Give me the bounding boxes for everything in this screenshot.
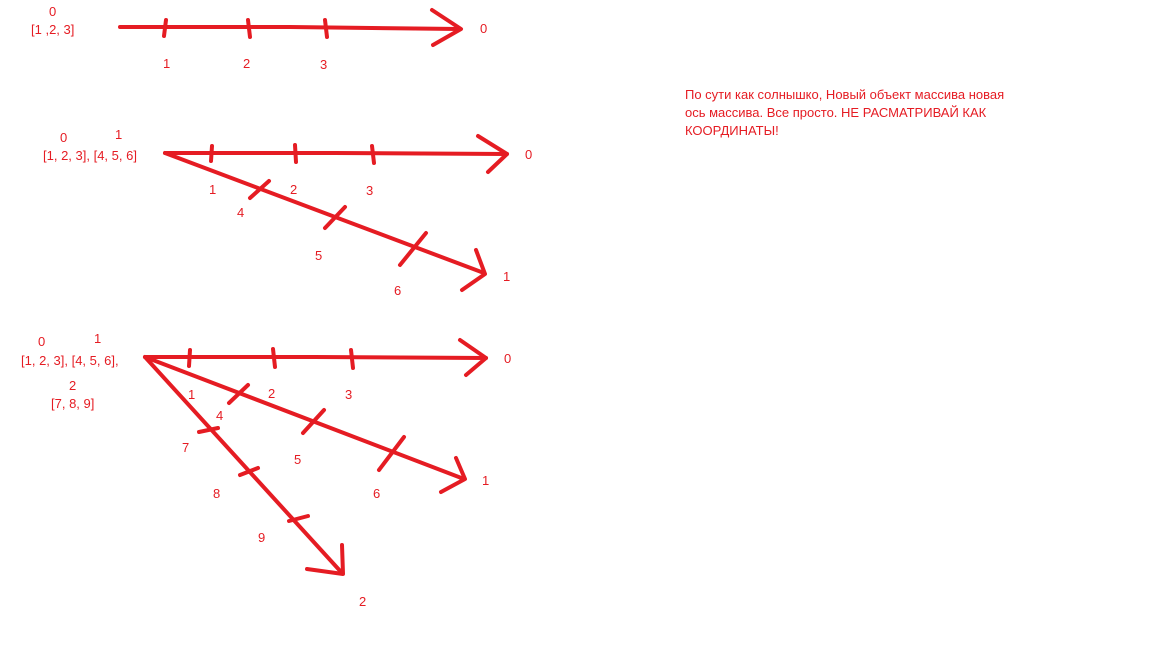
diagram3-axis0-tick-label-3: 3 (345, 387, 353, 402)
diagram2-axis0-tick-label-2: 2 (290, 182, 298, 197)
diagram2-axis0-tick-label-1: 1 (209, 182, 217, 197)
diagram3-axis1-tick-6 (377, 435, 406, 472)
diagram3-axis1-end-label: 1 (482, 473, 490, 488)
diagram3-axis0-tick-label-1: 1 (188, 387, 196, 402)
diagram2-axis1-tick-label-4: 4 (237, 205, 245, 220)
diagram3-axis0-tick-2 (271, 347, 277, 369)
diagram1-axis0-line (118, 25, 462, 31)
diagram2-index-label-1: 1 (115, 127, 123, 142)
diagram3-axis1 (143, 355, 467, 494)
diagram3-axis0-arrowhead (458, 338, 488, 377)
diagram2-axis1-end-label: 1 (503, 269, 511, 284)
diagram3-axis2-tick-8 (238, 466, 260, 477)
diagram2-axis1-arrowhead (460, 248, 487, 292)
diagram3-axis1-tick-label-4: 4 (216, 408, 224, 423)
diagram3-axis0 (143, 338, 488, 377)
diagram2-axis0-end-label: 0 (525, 147, 533, 162)
diagram3-axis2-tick-9 (287, 514, 310, 523)
diagram1-tick-3 (323, 18, 329, 39)
diagram1-index-label: 0 (49, 4, 57, 19)
diagram1-tick-label-2: 2 (243, 56, 251, 71)
diagram1-axis0 (118, 8, 463, 47)
diagram2-axis0-line (163, 151, 509, 156)
diagram3-axis2-tick-label-8: 8 (213, 486, 221, 501)
diagram3-array-line-2: [7, 8, 9] (51, 396, 95, 411)
diagram3-axis1-tick-5 (301, 408, 326, 435)
diagram3-array-line-1: [1, 2, 3], [4, 5, 6], (21, 353, 119, 368)
diagram2-axis1-tick-label-6: 6 (394, 283, 402, 298)
diagram1-axis0-arrowhead (430, 8, 463, 47)
diagram3-axis2-line (143, 355, 344, 575)
diagram3-axis1-arrowhead (439, 456, 467, 494)
explanation-note: По сути как солнышко, Новый объект масси… (685, 86, 1025, 140)
diagram2-axis0 (163, 134, 509, 174)
diagram3-axis0-end-label: 0 (504, 351, 512, 366)
diagram2-index-label-0: 0 (60, 130, 68, 145)
diagram2-axis0-tick-label-3: 3 (366, 183, 374, 198)
diagram3-index-label-2: 2 (69, 378, 77, 393)
diagram1-tick-1 (162, 18, 168, 38)
diagram3-axis0-tick-3 (349, 348, 355, 370)
diagram3-axis0-tick-label-2: 2 (268, 386, 276, 401)
diagram2-axis1-tick-4 (248, 179, 271, 200)
diagram1-axis-end-label: 0 (480, 21, 488, 36)
diagram3-axis1-tick-label-6: 6 (373, 486, 381, 501)
diagram3-axis2 (143, 355, 345, 576)
diagram3-index-label-0: 0 (38, 334, 46, 349)
note-line-3: КООРДИНАТЫ! (685, 123, 779, 138)
diagram3-index-label-1: 1 (94, 331, 102, 346)
diagram2-axis0-arrowhead (476, 134, 509, 174)
diagram1-tick-label-3: 3 (320, 57, 328, 72)
diagram2-axis1-tick-5 (323, 205, 347, 230)
diagram2-axis0-tick-3 (370, 144, 376, 165)
note-line-1: По сути как солнышко, Новый объект масси… (685, 87, 1005, 102)
diagram2-axis1 (163, 151, 487, 292)
diagram1-tick-2 (246, 18, 252, 39)
diagram2-axis1-tick-6 (398, 231, 428, 267)
diagram3-axis2-tick-label-7: 7 (182, 440, 190, 455)
diagram3-axis2-tick-7 (197, 426, 220, 434)
diagram3-axis2-arrowhead (305, 543, 345, 576)
diagram1-tick-label-1: 1 (163, 56, 171, 71)
diagram3-axis2-tick-label-9: 9 (258, 530, 266, 545)
diagram3-axis2-end-label: 2 (359, 594, 367, 609)
diagram2-axis1-tick-label-5: 5 (315, 248, 323, 263)
note-line-2: ось массива. Все просто. НЕ РАСМАТРИВАЙ … (685, 105, 987, 120)
diagram3-axis1-line (143, 355, 466, 481)
diagram2-array-label: [1, 2, 3], [4, 5, 6] (43, 148, 137, 163)
diagram3-axis1-tick-4 (227, 383, 250, 405)
diagram3-axis1-tick-label-5: 5 (294, 452, 302, 467)
diagram3-axis0-line (143, 355, 488, 360)
diagram2-axis0-tick-2 (293, 143, 298, 164)
diagram2-axis0-tick-1 (209, 144, 214, 163)
diagram3-axis0-tick-1 (187, 348, 192, 368)
diagram1-array-label: [1 ,2, 3] (31, 22, 75, 37)
diagram2-axis1-line (163, 151, 486, 275)
